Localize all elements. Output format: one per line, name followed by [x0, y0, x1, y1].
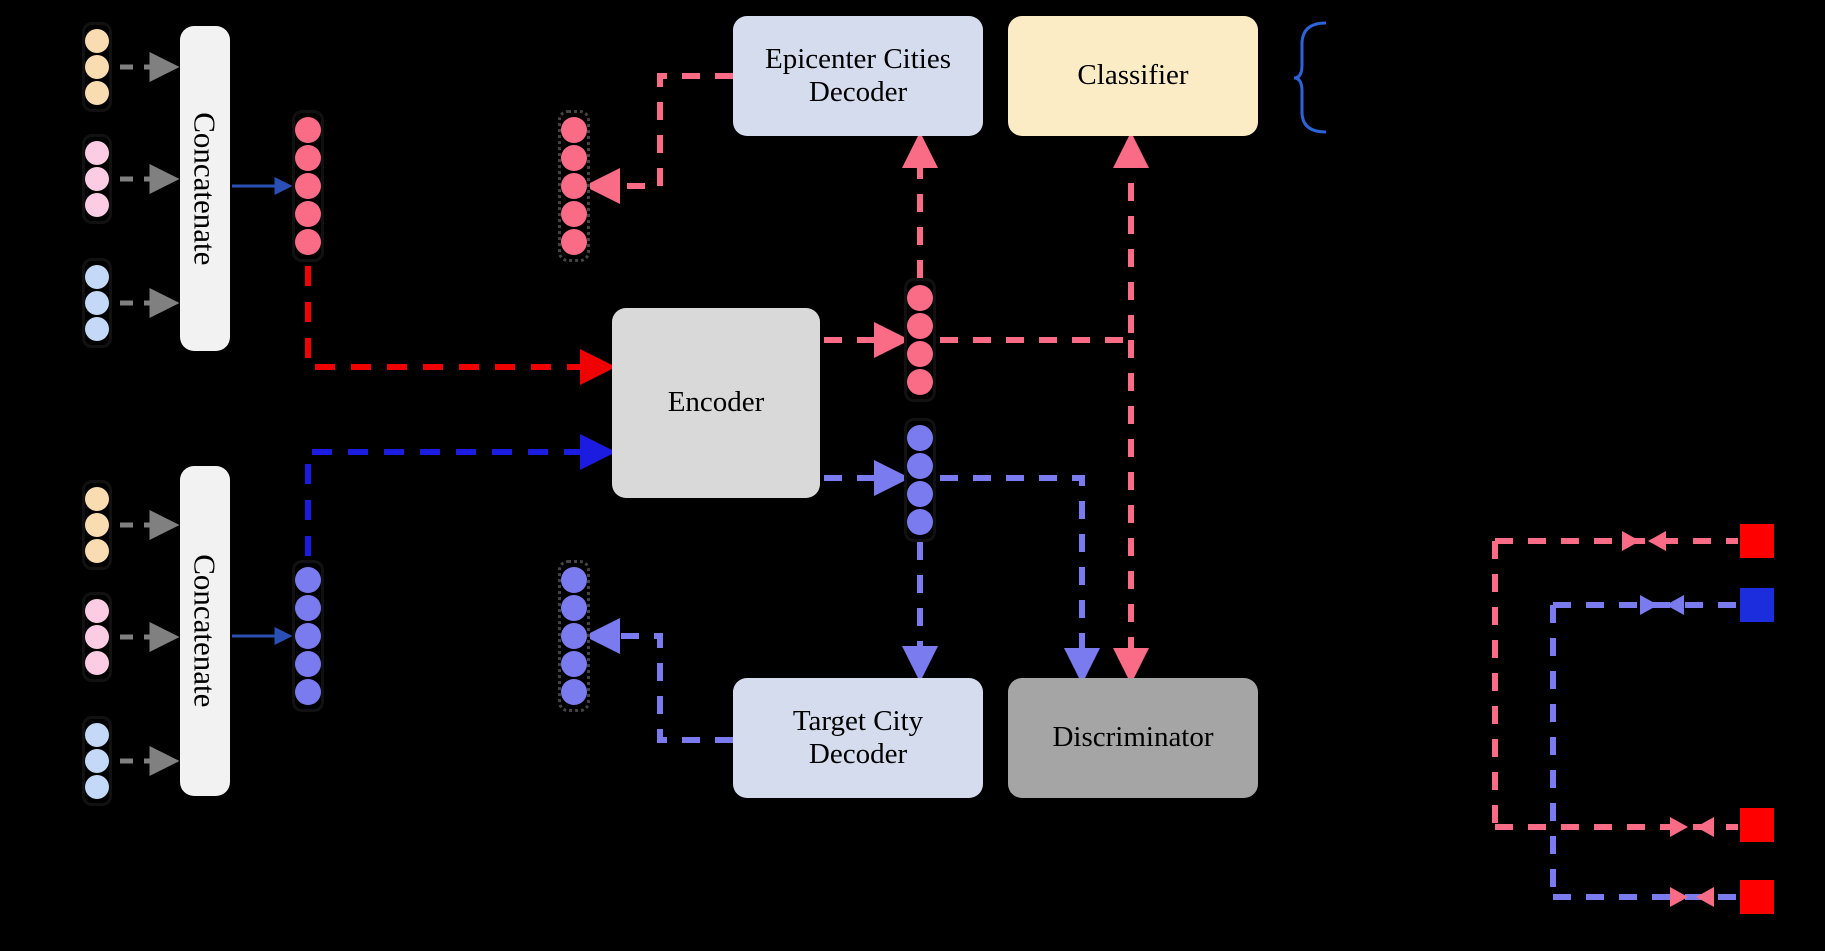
vector-dot: [85, 487, 109, 511]
vector-dot: [561, 173, 587, 199]
node-epicenter-cities-decoder[interactable]: Epicenter Cities Decoder: [733, 16, 983, 136]
vector-dot: [295, 567, 321, 593]
vector-latent-blue: [904, 418, 936, 542]
vector-dot: [907, 285, 933, 311]
vector-dot: [85, 167, 109, 191]
vector-dot: [907, 313, 933, 339]
node-label: Encoder: [667, 386, 765, 419]
node-concat-top[interactable]: Concatenate: [180, 26, 230, 351]
vector-dot: [907, 341, 933, 367]
vector-dot: [907, 481, 933, 507]
vector-recon-target: [558, 560, 590, 712]
vector-dot: [907, 453, 933, 479]
square-loss-blue: [1740, 588, 1774, 622]
vector-in-top-pink: [82, 134, 112, 224]
node-target-city-decoder[interactable]: Target City Decoder: [733, 678, 983, 798]
node-encoder[interactable]: Encoder: [612, 308, 820, 498]
vector-dot: [561, 145, 587, 171]
node-concat-bottom[interactable]: Concatenate: [180, 466, 230, 796]
vector-dot: [295, 595, 321, 621]
vector-dot: [561, 679, 587, 705]
node-discriminator[interactable]: Discriminator: [1008, 678, 1258, 798]
vector-dot: [85, 29, 109, 53]
node-label: Discriminator: [1052, 721, 1214, 754]
vector-dot: [85, 55, 109, 79]
square-loss-red-mid: [1740, 808, 1774, 842]
node-label: Concatenate: [187, 554, 223, 708]
vector-in-top-orange: [82, 22, 112, 112]
vector-dot: [85, 749, 109, 773]
vector-dot: [85, 141, 109, 165]
vector-dot: [85, 625, 109, 649]
classifier-output-brace: [1293, 21, 1327, 134]
vector-dot: [85, 651, 109, 675]
square-loss-red-bottom: [1740, 880, 1774, 914]
vector-dot: [561, 651, 587, 677]
vector-dot: [85, 81, 109, 105]
vector-dot: [295, 173, 321, 199]
vector-dot: [561, 567, 587, 593]
vector-concat-out-red: [292, 110, 324, 262]
vector-dot: [85, 291, 109, 315]
vector-dot: [295, 679, 321, 705]
vector-dot: [85, 599, 109, 623]
vector-dot: [85, 193, 109, 217]
vector-in-bot-blue: [82, 716, 112, 806]
vector-dot: [295, 229, 321, 255]
vector-dot: [561, 623, 587, 649]
square-loss-red-top: [1740, 524, 1774, 558]
vector-dot: [85, 317, 109, 341]
vector-dot: [907, 509, 933, 535]
vector-dot: [295, 201, 321, 227]
vector-in-bot-pink: [82, 592, 112, 682]
vector-dot: [85, 513, 109, 537]
vector-in-top-blue: [82, 258, 112, 348]
vector-dot: [85, 775, 109, 799]
vector-dot: [295, 623, 321, 649]
vector-dot: [85, 265, 109, 289]
vector-dot: [907, 425, 933, 451]
vector-in-bot-orange: [82, 480, 112, 570]
vector-dot: [561, 201, 587, 227]
vector-dot: [561, 117, 587, 143]
vector-dot: [85, 539, 109, 563]
node-label: Concatenate: [187, 111, 223, 266]
node-label: Classifier: [1077, 59, 1189, 92]
node-classifier[interactable]: Classifier: [1008, 16, 1258, 136]
vector-dot: [907, 369, 933, 395]
vector-dot: [561, 229, 587, 255]
vector-dot: [561, 595, 587, 621]
node-label: Target City Decoder: [792, 704, 924, 770]
vector-dot: [295, 117, 321, 143]
node-label: Epicenter Cities Decoder: [764, 42, 952, 108]
vector-dot: [295, 145, 321, 171]
vector-dot: [85, 723, 109, 747]
vector-concat-out-blue: [292, 560, 324, 712]
vector-dot: [295, 651, 321, 677]
vector-latent-red: [904, 278, 936, 402]
vector-recon-epicenter: [558, 110, 590, 262]
